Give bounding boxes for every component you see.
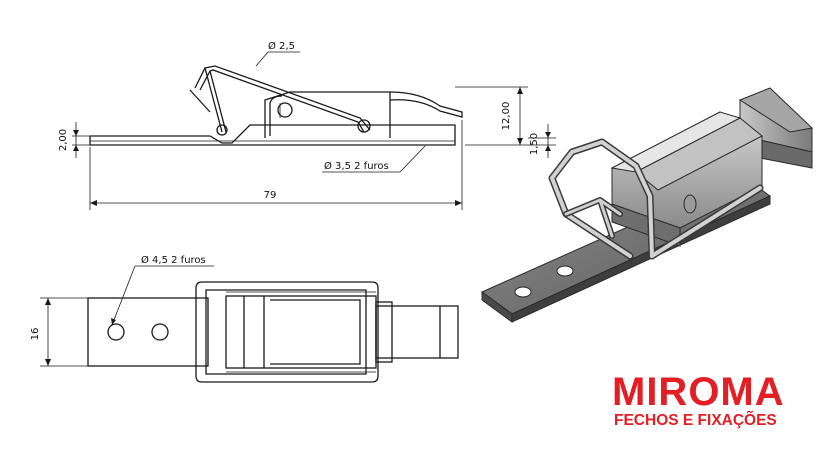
dim-length: 79: [264, 190, 277, 201]
dim-mount-holes: Ø 4,5 2 furos: [141, 254, 206, 266]
iso-view: [481, 87, 814, 323]
side-view: 79 2,00 12,00 1,50 Ø 2,5 Ø 3,5 2 furos: [58, 40, 556, 210]
brand-logo: MIROMA FECHOS E FIXAÇÕES: [612, 372, 808, 432]
dim-width: 16: [30, 328, 41, 341]
dim-rivet-holes: Ø 3,5 2 furos: [324, 160, 389, 172]
mount-hole-2: [151, 323, 169, 341]
top-view: 16 Ø 4,5 2 furos: [30, 254, 459, 383]
brand-name: MIROMA: [612, 370, 785, 414]
dim-height: 12,00: [501, 102, 512, 131]
brand-tagline: FECHOS E FIXAÇÕES: [614, 412, 777, 429]
dim-base-thickness: 1,50: [529, 133, 540, 155]
mount-hole-1: [107, 323, 125, 341]
dim-wire-diameter: Ø 2,5: [268, 40, 295, 52]
dim-thickness: 2,00: [58, 129, 69, 151]
